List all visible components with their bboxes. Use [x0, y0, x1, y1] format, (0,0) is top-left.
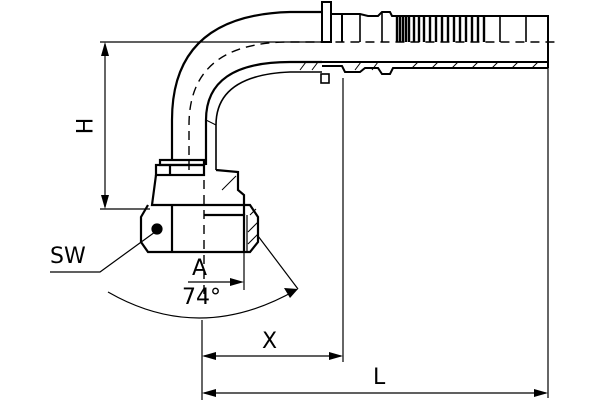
- dimension-label-length: L: [373, 365, 386, 390]
- dimension-label-angle: 74°: [182, 285, 221, 310]
- hose-tail: [299, 1, 549, 84]
- dimension-label-thread: A: [192, 256, 208, 281]
- swivel-nut: [139, 158, 260, 254]
- dimension-label-offset: X: [262, 329, 278, 354]
- fitting-body: [170, 10, 322, 170]
- dimension-lines: [50, 41, 549, 400]
- dimension-label-wrench-size: SW: [50, 244, 86, 269]
- dimension-label-height: H: [73, 117, 99, 135]
- dimension-arrowheads: [101, 42, 548, 397]
